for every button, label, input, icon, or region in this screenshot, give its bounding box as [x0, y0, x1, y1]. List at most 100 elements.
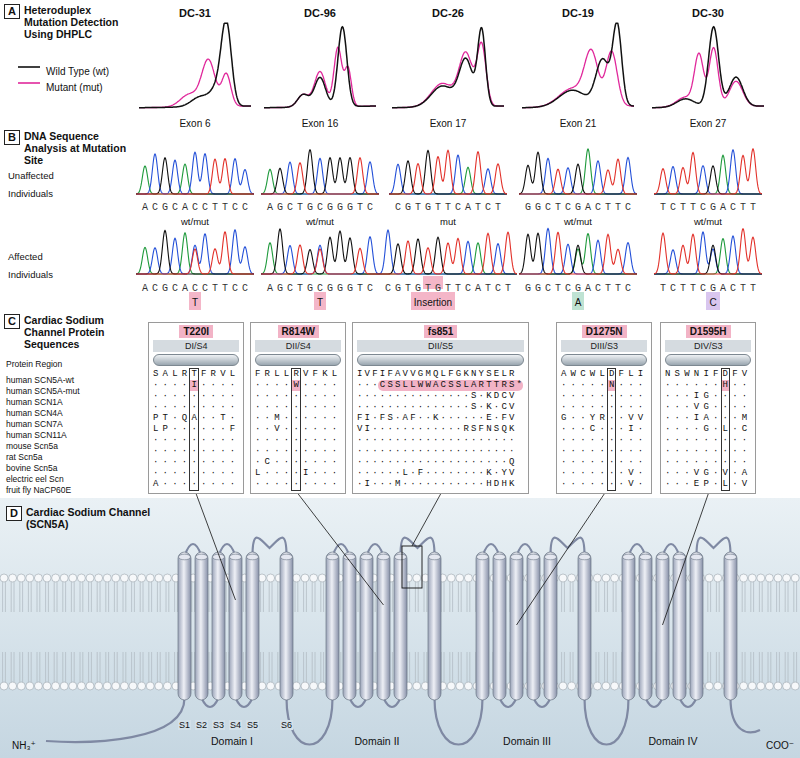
sequence-column: R814WDII/S4FRLLRVFKL····W···············… — [250, 322, 346, 494]
sequence-row: ········· — [255, 402, 341, 413]
lipid-head — [559, 682, 567, 690]
helix-cap — [640, 554, 652, 560]
sequence-trace — [261, 243, 379, 274]
lipid-tail — [742, 652, 743, 682]
chromatogram-line — [652, 27, 764, 108]
sequence-row: ···C···I· — [561, 424, 647, 435]
row-label: human SCN7A — [6, 419, 63, 429]
lipid-tail — [65, 582, 66, 612]
lipid-tail — [759, 652, 760, 682]
lipid-head — [413, 574, 421, 582]
lipid-head — [86, 682, 94, 690]
sequence-row: VI············RSFNSQK — [357, 424, 524, 435]
row-label: human SCN5A-mut — [6, 386, 80, 396]
lipid-tail — [561, 652, 562, 682]
sequence-column: D1595HDIV/S3NSWNIFDFV······H·····IG·····… — [660, 322, 756, 494]
sequence-row: ········· — [153, 446, 239, 457]
helix-cap — [579, 554, 591, 560]
helix-cylinder — [178, 552, 191, 700]
lipid-tail — [74, 652, 75, 682]
segment-label: S6 — [280, 720, 293, 730]
genotype-label: mut — [440, 216, 456, 227]
sequence-row: ········· — [665, 457, 751, 468]
row-label: mouse Scn5a — [6, 441, 58, 451]
sequence-row: ···IG···· — [665, 391, 751, 402]
sequence-row: ····················· — [357, 446, 524, 457]
lipid-tail — [168, 652, 169, 682]
lipid-tail — [458, 582, 459, 612]
lipid-tail — [320, 582, 321, 612]
lipid-tail — [131, 582, 132, 612]
lipid-tail — [762, 582, 763, 612]
lipid-head — [103, 682, 111, 690]
sequence-trace — [519, 232, 637, 274]
helix-cylinder — [343, 552, 356, 700]
mutation-box: A — [572, 292, 585, 310]
lipid-head — [611, 574, 619, 582]
lipid-head — [791, 682, 799, 690]
lipid-tail — [444, 582, 445, 612]
lipid-tail — [759, 582, 760, 612]
sequence-trace — [654, 150, 762, 194]
sequence-trace — [519, 233, 637, 274]
sequence-row: ···IA···M — [665, 413, 751, 424]
lipid-head — [464, 574, 472, 582]
lipid-tail — [117, 652, 118, 682]
mutation-base: Insertion — [414, 297, 452, 308]
lipid-tail — [97, 652, 98, 682]
legend-text: Wild Type (wt) — [46, 66, 109, 77]
helix-cap — [725, 554, 737, 560]
lipid-tail — [776, 582, 777, 612]
protein-region: DIV/S3 — [665, 340, 751, 352]
row-label: human SCN11A — [6, 424, 67, 442]
exon-label: Exon 27 — [690, 113, 727, 131]
helix-cylinder — [665, 354, 751, 366]
helix-cylinder — [690, 552, 703, 700]
helix-cap — [494, 554, 506, 560]
lipid-head — [17, 682, 25, 690]
lipid-tail — [28, 652, 29, 682]
lipid-head — [0, 682, 8, 690]
lipid-tail — [461, 652, 462, 682]
lipid-head — [163, 574, 171, 582]
mutation-site-frame — [402, 546, 422, 588]
lipid-head — [748, 682, 756, 690]
mutation-box: Insertion — [411, 292, 455, 310]
sequence-row: SALRTFRVL — [153, 369, 239, 380]
lipid-tail — [719, 652, 720, 682]
panel-heading: CCardiac Sodium Channel Protein Sequence… — [4, 314, 136, 350]
lipid-tail — [54, 652, 55, 682]
lipid-tail — [770, 652, 771, 682]
genotype-label: wt/mut — [694, 216, 722, 227]
lipid-tail — [415, 652, 416, 682]
lipid-head — [26, 574, 34, 582]
lipid-tail — [745, 582, 746, 612]
lipid-tail — [449, 582, 450, 612]
lipid-tail — [54, 582, 55, 612]
sequence-row: ····G·L·C — [665, 424, 751, 435]
row-label: rat Scn5a — [6, 446, 42, 464]
segment-label: S5 — [246, 714, 259, 732]
lipid-tail — [297, 652, 298, 682]
lipid-tail — [191, 652, 192, 682]
lipid-tail — [306, 582, 307, 612]
lipid-tail — [71, 582, 72, 612]
panel-letter: D — [6, 506, 22, 521]
row-label: bovine Scn5a — [6, 457, 58, 475]
base-sequence: CGTGTTCATCT — [395, 196, 505, 214]
lipid-head — [112, 682, 120, 690]
terminus-label: NH₃⁺ — [12, 735, 36, 753]
lipid-head — [740, 574, 748, 582]
lipid-tail — [272, 582, 273, 612]
lipid-tail — [88, 582, 89, 612]
lipid-tail — [768, 582, 769, 612]
lipid-tail — [762, 652, 763, 682]
lipid-tail — [57, 582, 58, 612]
lipid-head — [301, 574, 309, 582]
segment-label: S2 — [195, 714, 208, 732]
lipid-tail — [598, 582, 599, 612]
sample-id: DC-26 — [432, 3, 464, 21]
lipid-head — [120, 682, 128, 690]
helix-cylinder — [656, 552, 669, 700]
